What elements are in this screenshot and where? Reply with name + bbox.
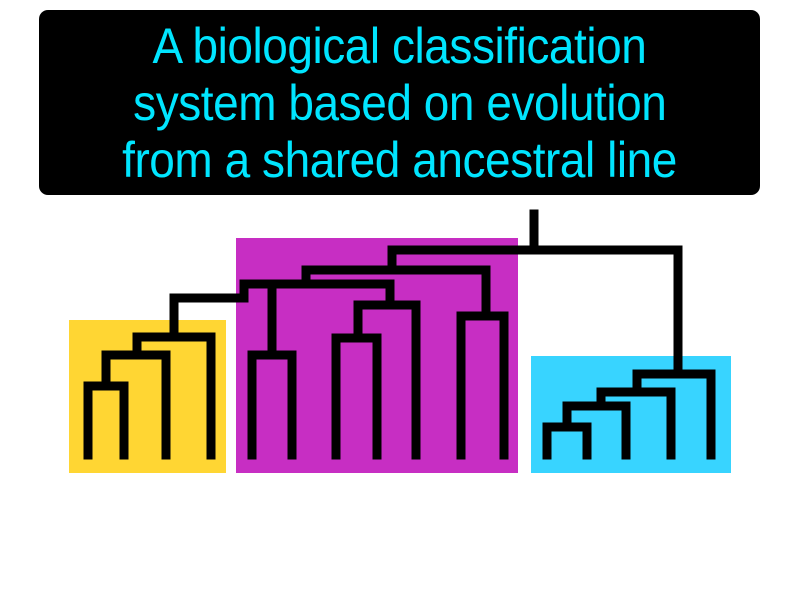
purple-clade-tree (247, 265, 509, 460)
definition-banner: A biological classification system based… (39, 10, 760, 195)
root-branch (387, 209, 683, 379)
yellow-clade-box (69, 320, 226, 473)
blue-clade-tree (542, 369, 716, 460)
definition-line-3: from a shared ancestral line (122, 132, 677, 188)
definition-line-1: A biological classification (152, 18, 647, 74)
purple-yellow-branch (169, 265, 491, 342)
yellow-clade-tree (83, 332, 216, 460)
definition-line-2: system based on evolution (132, 75, 667, 131)
